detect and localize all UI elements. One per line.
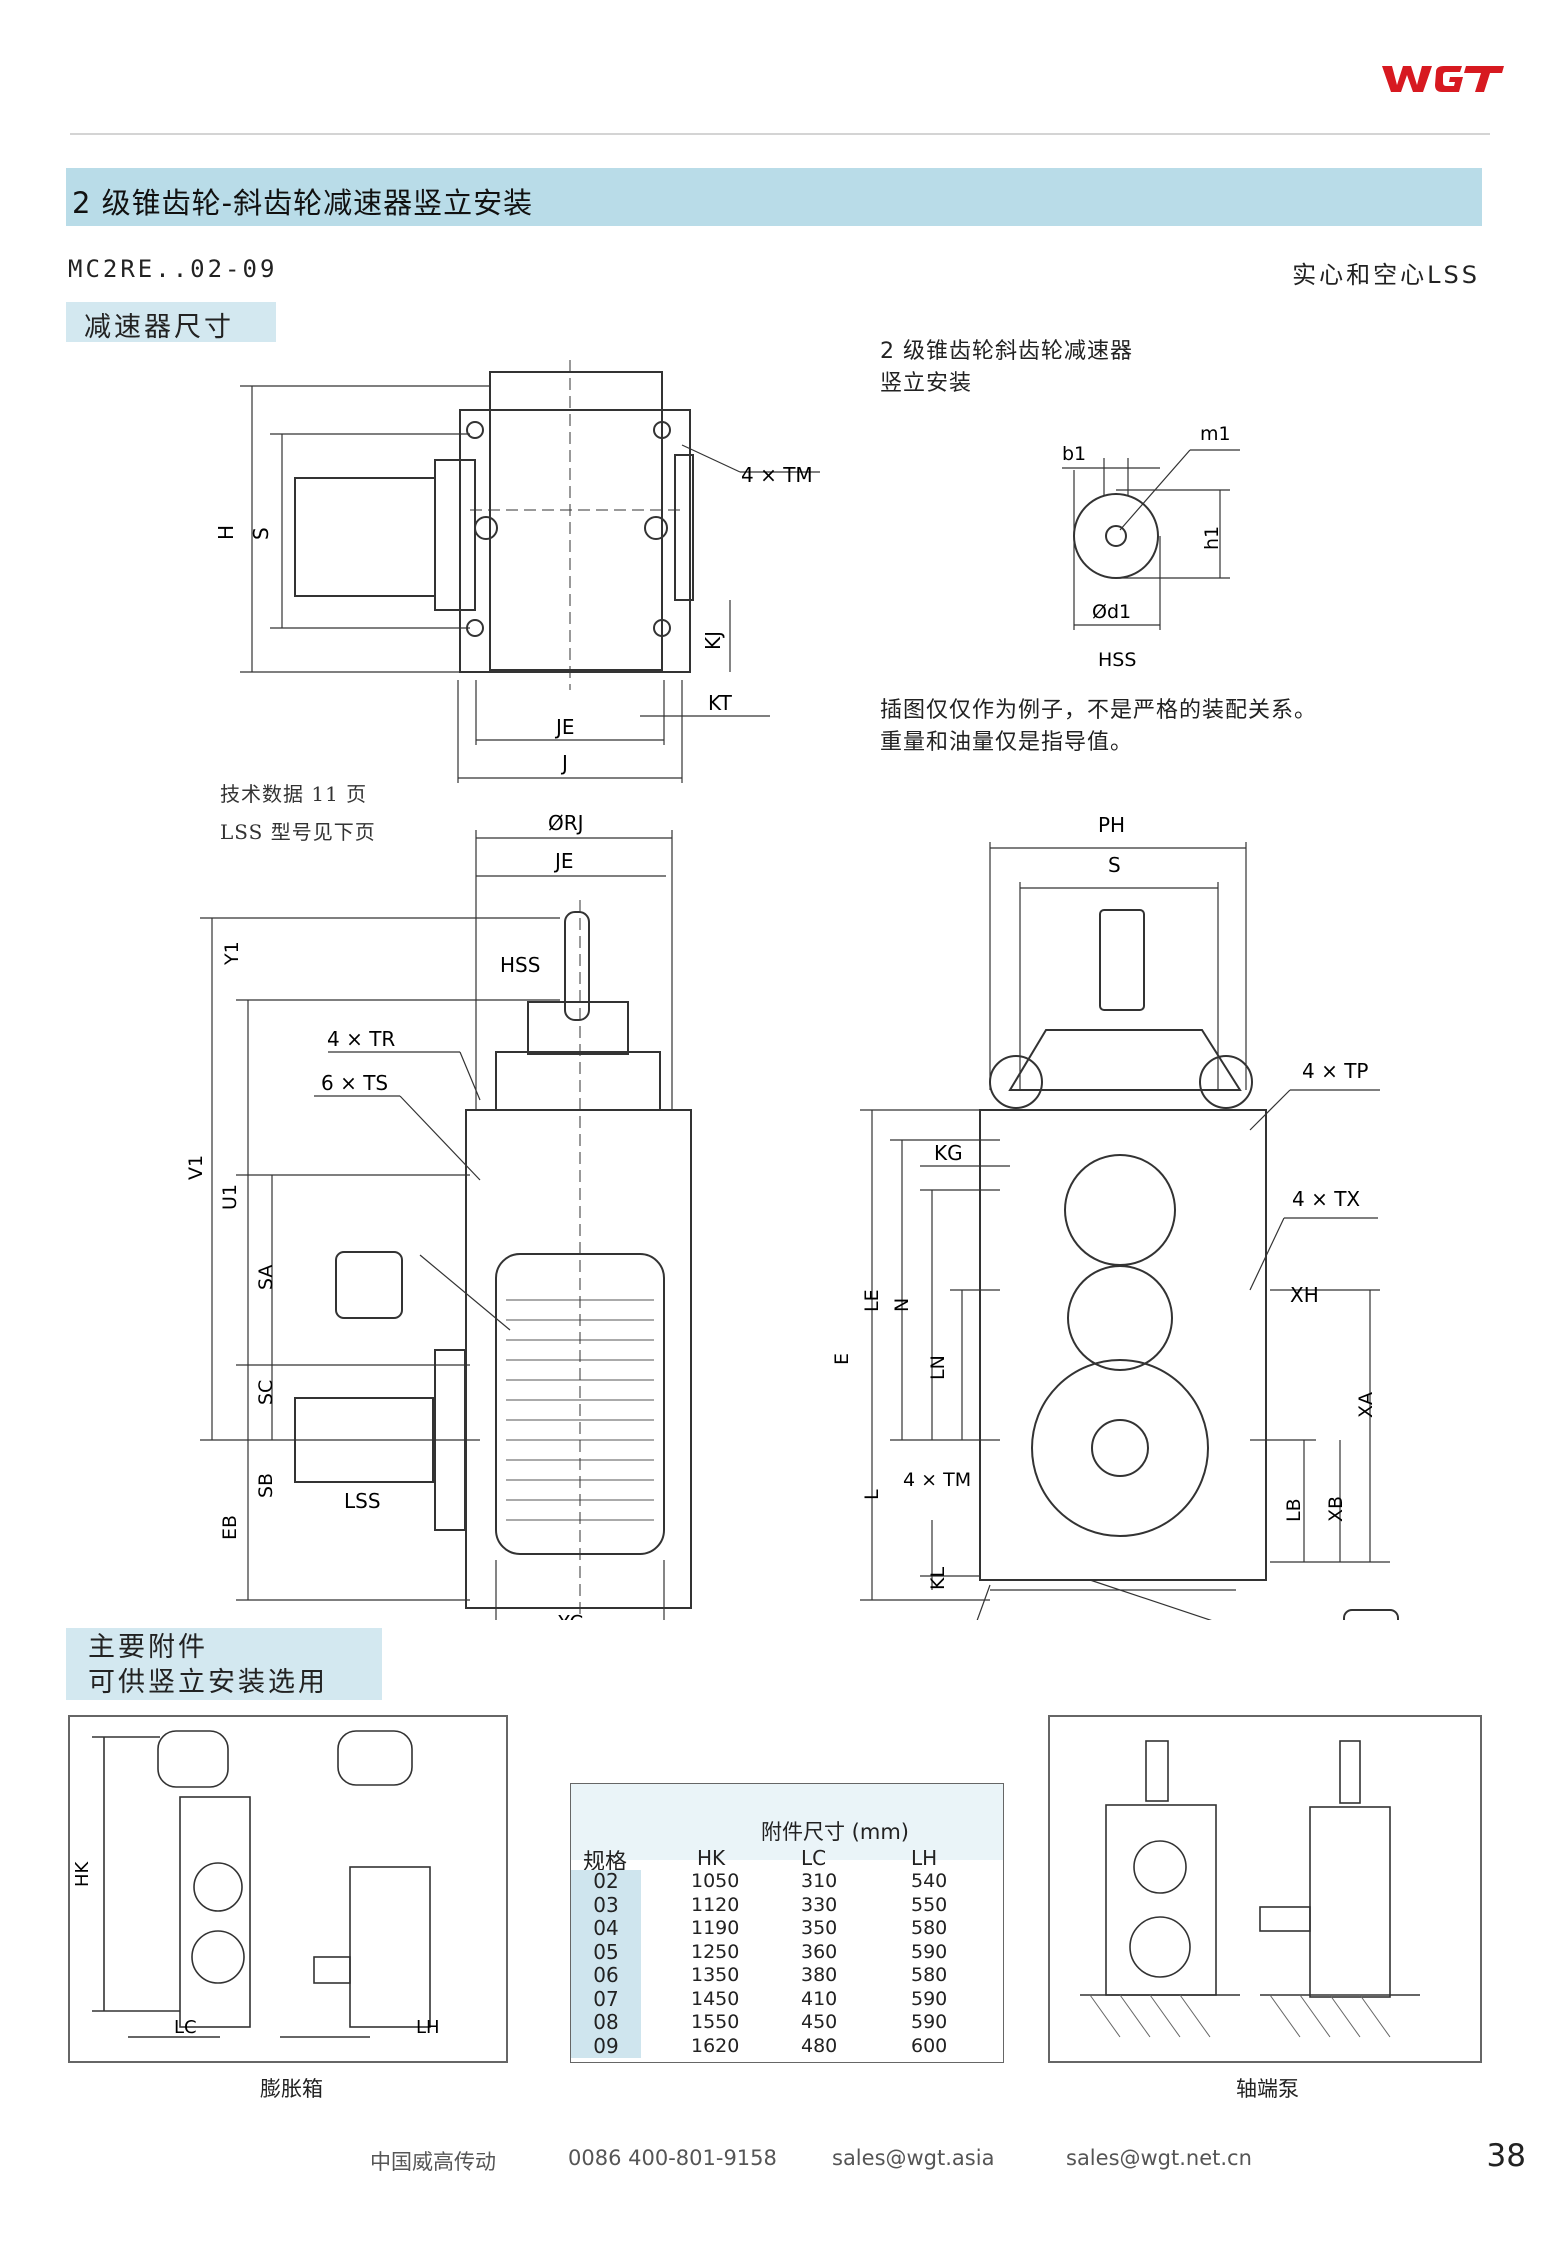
page-title: 2 级锥齿轮-斜齿轮减速器竖立安装: [72, 186, 534, 220]
svg-text:Y1: Y1: [221, 941, 243, 966]
svg-text:XA: XA: [1355, 1392, 1377, 1418]
svg-text:LC: LC: [174, 2017, 197, 2038]
svg-text:EB: EB: [219, 1515, 241, 1540]
svg-text:JE: JE: [553, 849, 574, 873]
svg-text:h1: h1: [1201, 526, 1223, 550]
footer-email-cn[interactable]: sales@wgt.net.cn: [1066, 2146, 1252, 2170]
col-lc: LC: [801, 1846, 827, 1870]
svg-text:HK: HK: [72, 1860, 93, 1887]
section-band: [66, 302, 276, 342]
svg-text:4 × TX: 4 × TX: [1292, 1187, 1360, 1211]
section-title: 减速器尺寸: [84, 312, 234, 343]
accessories-band: [66, 1628, 382, 1700]
svg-text:KG: KG: [934, 1141, 963, 1165]
header-divider: [70, 133, 1490, 135]
svg-text:KL: KL: [927, 1567, 949, 1590]
svg-text:m1: m1: [1200, 423, 1231, 445]
svg-text:L: L: [861, 1489, 883, 1500]
svg-text:4 × TM: 4 × TM: [741, 463, 813, 487]
shaft-pump-drawing: [1080, 1740, 1420, 2038]
svg-text:4 × TP: 4 × TP: [1302, 1059, 1368, 1083]
model-code: MC2RE..02-09: [68, 255, 278, 283]
svg-text:LB: LB: [1283, 1498, 1305, 1522]
page-number: 38: [1486, 2138, 1526, 2174]
svg-text:LH: LH: [416, 2017, 440, 2038]
footer-company: 中国威高传动: [370, 2150, 496, 2174]
accessories-title: 主要附件 可供竖立安装选用: [88, 1632, 328, 1698]
svg-text:b1: b1: [1062, 443, 1086, 465]
expansion-tank-drawing: HK LC LH: [72, 1730, 440, 2038]
drawing-title: 2 级锥齿轮斜齿轮减速器 竖立安装: [880, 339, 1133, 396]
svg-text:S: S: [1108, 853, 1121, 877]
svg-text:HSS: HSS: [500, 953, 540, 977]
gearbox-drawing: H S 4 × TM KJ KT JE J b1 m1 h1 Ød1 HSS: [185, 360, 1399, 1620]
svg-text:HSS: HSS: [1098, 649, 1136, 671]
disclaimer: 插图仅仅作为例子，不是严格的装配关系。 重量和油量仅是指导值。: [880, 698, 1318, 755]
svg-text:XH: XH: [1290, 1283, 1319, 1307]
svg-text:4 × TM: 4 × TM: [903, 1469, 971, 1491]
footer-phone: 0086 400-801-9158: [568, 2146, 777, 2170]
svg-text:LSS: LSS: [344, 1489, 381, 1513]
svg-text:KJ: KJ: [701, 631, 725, 650]
svg-text:SB: SB: [255, 1473, 277, 1498]
svg-text:J: J: [560, 751, 568, 775]
svg-text:KT: KT: [708, 691, 733, 715]
svg-text:4 × TR: 4 × TR: [327, 1027, 395, 1051]
table-header: [571, 1784, 1003, 1860]
col-hk: HK: [697, 1846, 726, 1870]
col-lh: LH: [911, 1846, 938, 1870]
svg-text:S: S: [249, 527, 273, 540]
table-title: 附件尺寸 (mm): [761, 1820, 909, 1844]
svg-text:SA: SA: [255, 1265, 277, 1290]
wgt-logo: [1382, 66, 1504, 92]
svg-text:6 × TS: 6 × TS: [321, 1071, 388, 1095]
shaft-pump-figure: [1048, 1715, 1482, 2063]
svg-text:JE: JE: [554, 715, 575, 739]
svg-text:H: H: [214, 525, 238, 540]
shaft-type: 实心和空心LSS: [1292, 261, 1480, 289]
tech-data-note: 技术数据 11 页: [220, 782, 368, 806]
lss-model-note: LSS 型号见下页: [220, 820, 376, 844]
expansion-tank-figure: HK LC LH: [68, 1715, 508, 2063]
svg-text:SC: SC: [255, 1380, 277, 1405]
svg-text:PH: PH: [1098, 813, 1125, 837]
svg-text:ØRJ: ØRJ: [548, 811, 584, 835]
svg-text:V1: V1: [185, 1155, 207, 1180]
svg-text:U1: U1: [219, 1184, 241, 1210]
footer-email-asia[interactable]: sales@wgt.asia: [832, 2146, 995, 2170]
shaft-pump-caption: 轴端泵: [1236, 2077, 1299, 2101]
svg-text:N: N: [891, 1298, 913, 1312]
expansion-tank-caption: 膨胀箱: [260, 2077, 323, 2101]
svg-text:XB: XB: [1325, 1496, 1347, 1522]
svg-text:LN: LN: [927, 1355, 949, 1380]
svg-text:Ød1: Ød1: [1092, 601, 1131, 623]
title-band: [66, 168, 1482, 226]
svg-text:XC: XC: [557, 1611, 583, 1620]
svg-text:LE: LE: [861, 1289, 883, 1312]
svg-text:E: E: [831, 1353, 853, 1365]
oil-drain-icon: [1343, 1609, 1399, 1620]
